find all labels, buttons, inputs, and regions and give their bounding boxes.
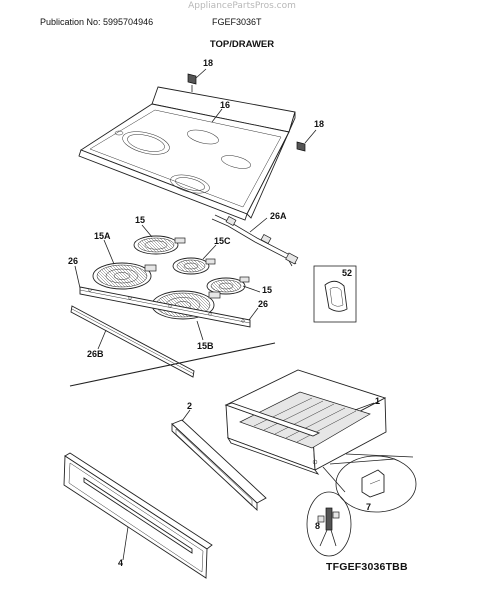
callout-4: 4 bbox=[118, 558, 123, 568]
bracket-right bbox=[296, 141, 306, 152]
callout-18-right: 18 bbox=[314, 119, 324, 129]
callout-8: 8 bbox=[315, 521, 320, 531]
watermark: AppliancePartsPros.com bbox=[188, 1, 296, 11]
part-8-inset bbox=[306, 491, 352, 557]
surface-element-15-right bbox=[206, 276, 250, 295]
callout-16: 16 bbox=[220, 100, 230, 110]
callout-15b: 15B bbox=[197, 341, 214, 351]
callout-15a: 15A bbox=[94, 231, 111, 241]
callout-26a: 26A bbox=[270, 211, 287, 221]
cooktop-glass bbox=[78, 86, 296, 221]
trim-strip-26b bbox=[70, 305, 195, 378]
drawer-body bbox=[224, 369, 387, 475]
callout-26-right: 26 bbox=[258, 299, 268, 309]
section-title: TOP/DRAWER bbox=[209, 39, 275, 50]
drawer-front bbox=[63, 452, 213, 579]
callout-15-right: 15 bbox=[262, 285, 272, 295]
diagram-id: TFGEF3036TBB bbox=[326, 561, 408, 573]
callout-18-left: 18 bbox=[203, 58, 213, 68]
callout-52: 52 bbox=[342, 268, 352, 278]
leader-lines bbox=[74, 68, 375, 561]
callout-15-upper: 15 bbox=[135, 215, 145, 225]
bracket-left bbox=[187, 73, 197, 92]
wiring-harness bbox=[211, 214, 299, 267]
model-number: FGEF3036T bbox=[212, 17, 262, 27]
publication-number: Publication No: 5995704946 bbox=[40, 17, 154, 27]
drawer-inner-panel bbox=[171, 419, 267, 512]
element-support-rail bbox=[79, 286, 251, 328]
drawer-detail-lines bbox=[322, 453, 414, 493]
callout-7: 7 bbox=[366, 502, 371, 512]
part-7-inset bbox=[335, 455, 417, 513]
section-separator bbox=[69, 342, 276, 387]
surface-element-15c bbox=[172, 257, 216, 275]
part-52-inset bbox=[313, 265, 357, 323]
callout-26-left: 26 bbox=[68, 256, 78, 266]
callout-15c: 15C bbox=[214, 236, 231, 246]
surface-element-15a bbox=[92, 262, 157, 290]
callout-2: 2 bbox=[187, 401, 192, 411]
surface-element-15-upper bbox=[133, 235, 186, 255]
callout-1: 1 bbox=[375, 396, 380, 406]
callout-26b: 26B bbox=[87, 349, 104, 359]
